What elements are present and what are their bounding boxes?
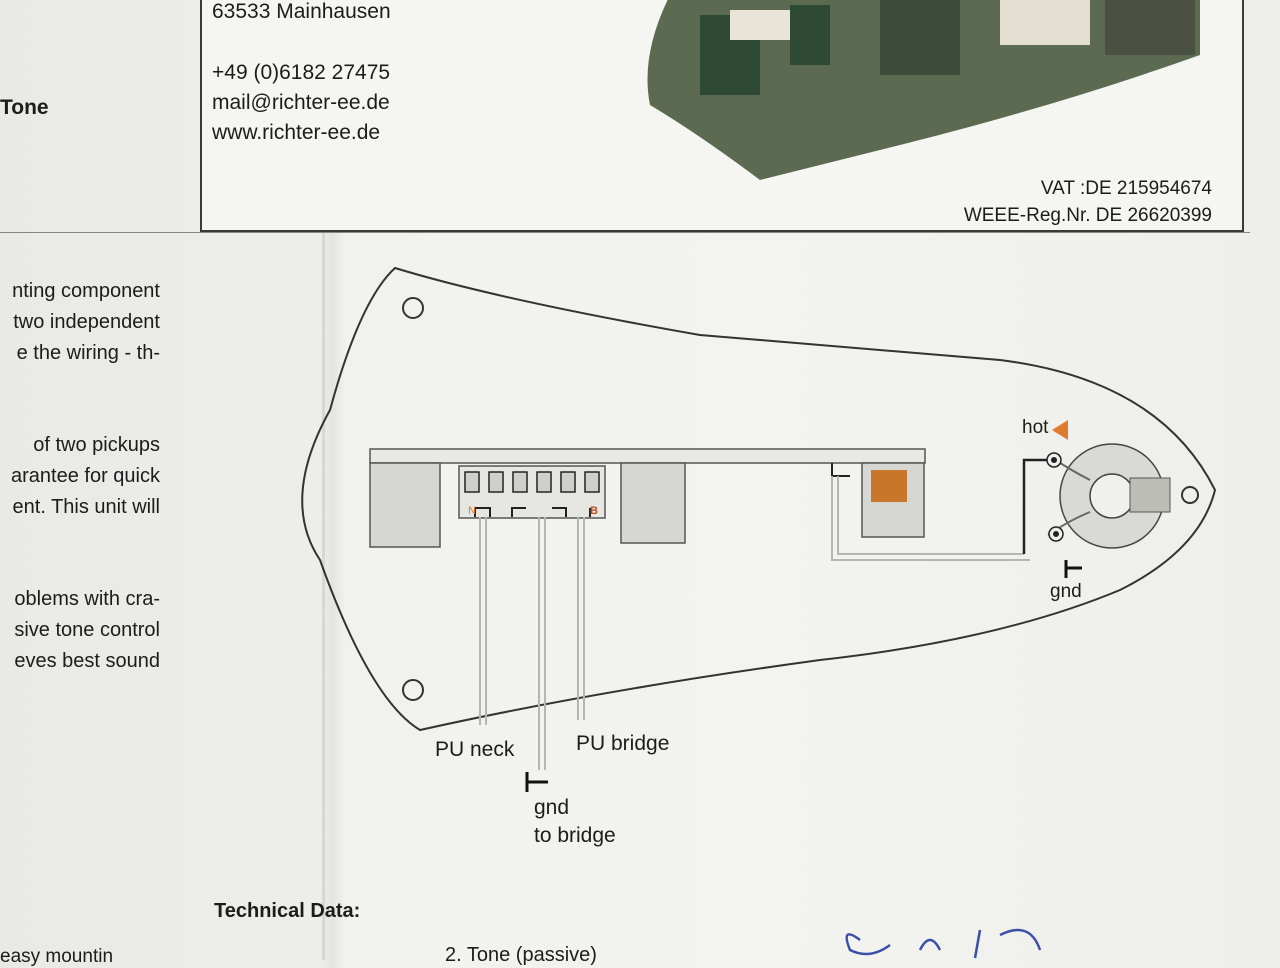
- wire-pu-neck: [479, 517, 487, 725]
- text-line: nting component: [12, 280, 160, 302]
- circuit-module-right: [620, 462, 686, 544]
- text-line: eves best sound: [14, 650, 160, 672]
- tone-heading: Tone: [0, 96, 49, 119]
- pu-neck-label: PU neck: [435, 738, 515, 761]
- gnd-label: gnd: [534, 796, 569, 819]
- handwritten-signature: [845, 928, 1042, 959]
- switch-terminals: [464, 471, 600, 493]
- phone-number: +49 (0)6182 27475: [212, 61, 391, 84]
- screw-hole: [1181, 486, 1199, 504]
- screw-hole: [402, 297, 424, 319]
- email-address: mail@richter-ee.de: [212, 91, 390, 114]
- text-line: sive tone control: [14, 619, 160, 641]
- pickups-paragraph: of two pickups arantee for quick ent. Th…: [0, 430, 160, 523]
- circuit-module-left: [369, 462, 441, 548]
- website-url: www.richter-ee.de: [212, 121, 381, 144]
- text-line: ent. This unit will: [12, 496, 160, 518]
- pickup-switch-block: [458, 465, 606, 519]
- technical-data-heading: Technical Data:: [214, 900, 361, 922]
- wire-output: [831, 476, 1030, 561]
- text-line: easy mountin: [0, 946, 114, 967]
- tone-paragraph: oblems with cra- sive tone control eves …: [0, 584, 160, 677]
- intro-paragraph: nting component two independent e the wi…: [0, 276, 160, 369]
- jack-gnd-label: gnd: [1050, 581, 1082, 602]
- tone-pot: [871, 470, 907, 502]
- neck-switch-label: N: [468, 505, 476, 517]
- hot-marker-icon: [1052, 420, 1068, 440]
- text-line: two independent: [13, 311, 160, 333]
- paper-fold: [322, 0, 325, 960]
- circuit-board-rail: [369, 448, 926, 464]
- product-photo: [647, 0, 1200, 180]
- pu-bridge-label: PU bridge: [576, 732, 669, 755]
- text-line: e the wiring - th-: [16, 342, 160, 364]
- wire-pu-bridge: [577, 517, 585, 720]
- output-jack: [1046, 443, 1171, 549]
- screw-hole: [402, 679, 424, 701]
- jack-ground-icon: [1064, 560, 1082, 578]
- weee-number: WEEE-Reg.Nr. DE 26620399: [963, 205, 1212, 226]
- bridge-switch-label: B: [590, 505, 598, 517]
- text-line: oblems with cra-: [14, 588, 160, 610]
- bridge-ground-icon: [525, 772, 548, 792]
- text-line: arantee for quick: [11, 465, 160, 487]
- wire-gnd: [538, 517, 546, 770]
- header-divider: [0, 232, 1250, 233]
- address-line: 63533 Mainhausen: [212, 0, 391, 23]
- switch-wiring: [474, 507, 591, 517]
- vat-number: VAT :DE 215954674: [1040, 178, 1212, 199]
- tech-item: 2. Tone (passive): [445, 944, 597, 966]
- pickguard-outline: [301, 266, 1217, 732]
- to-bridge-label: to bridge: [534, 824, 616, 847]
- hot-label: hot: [1022, 417, 1049, 438]
- text-line: of two pickups: [33, 434, 160, 456]
- pot-wiring: [831, 463, 850, 477]
- wire-hot: [1022, 458, 1053, 554]
